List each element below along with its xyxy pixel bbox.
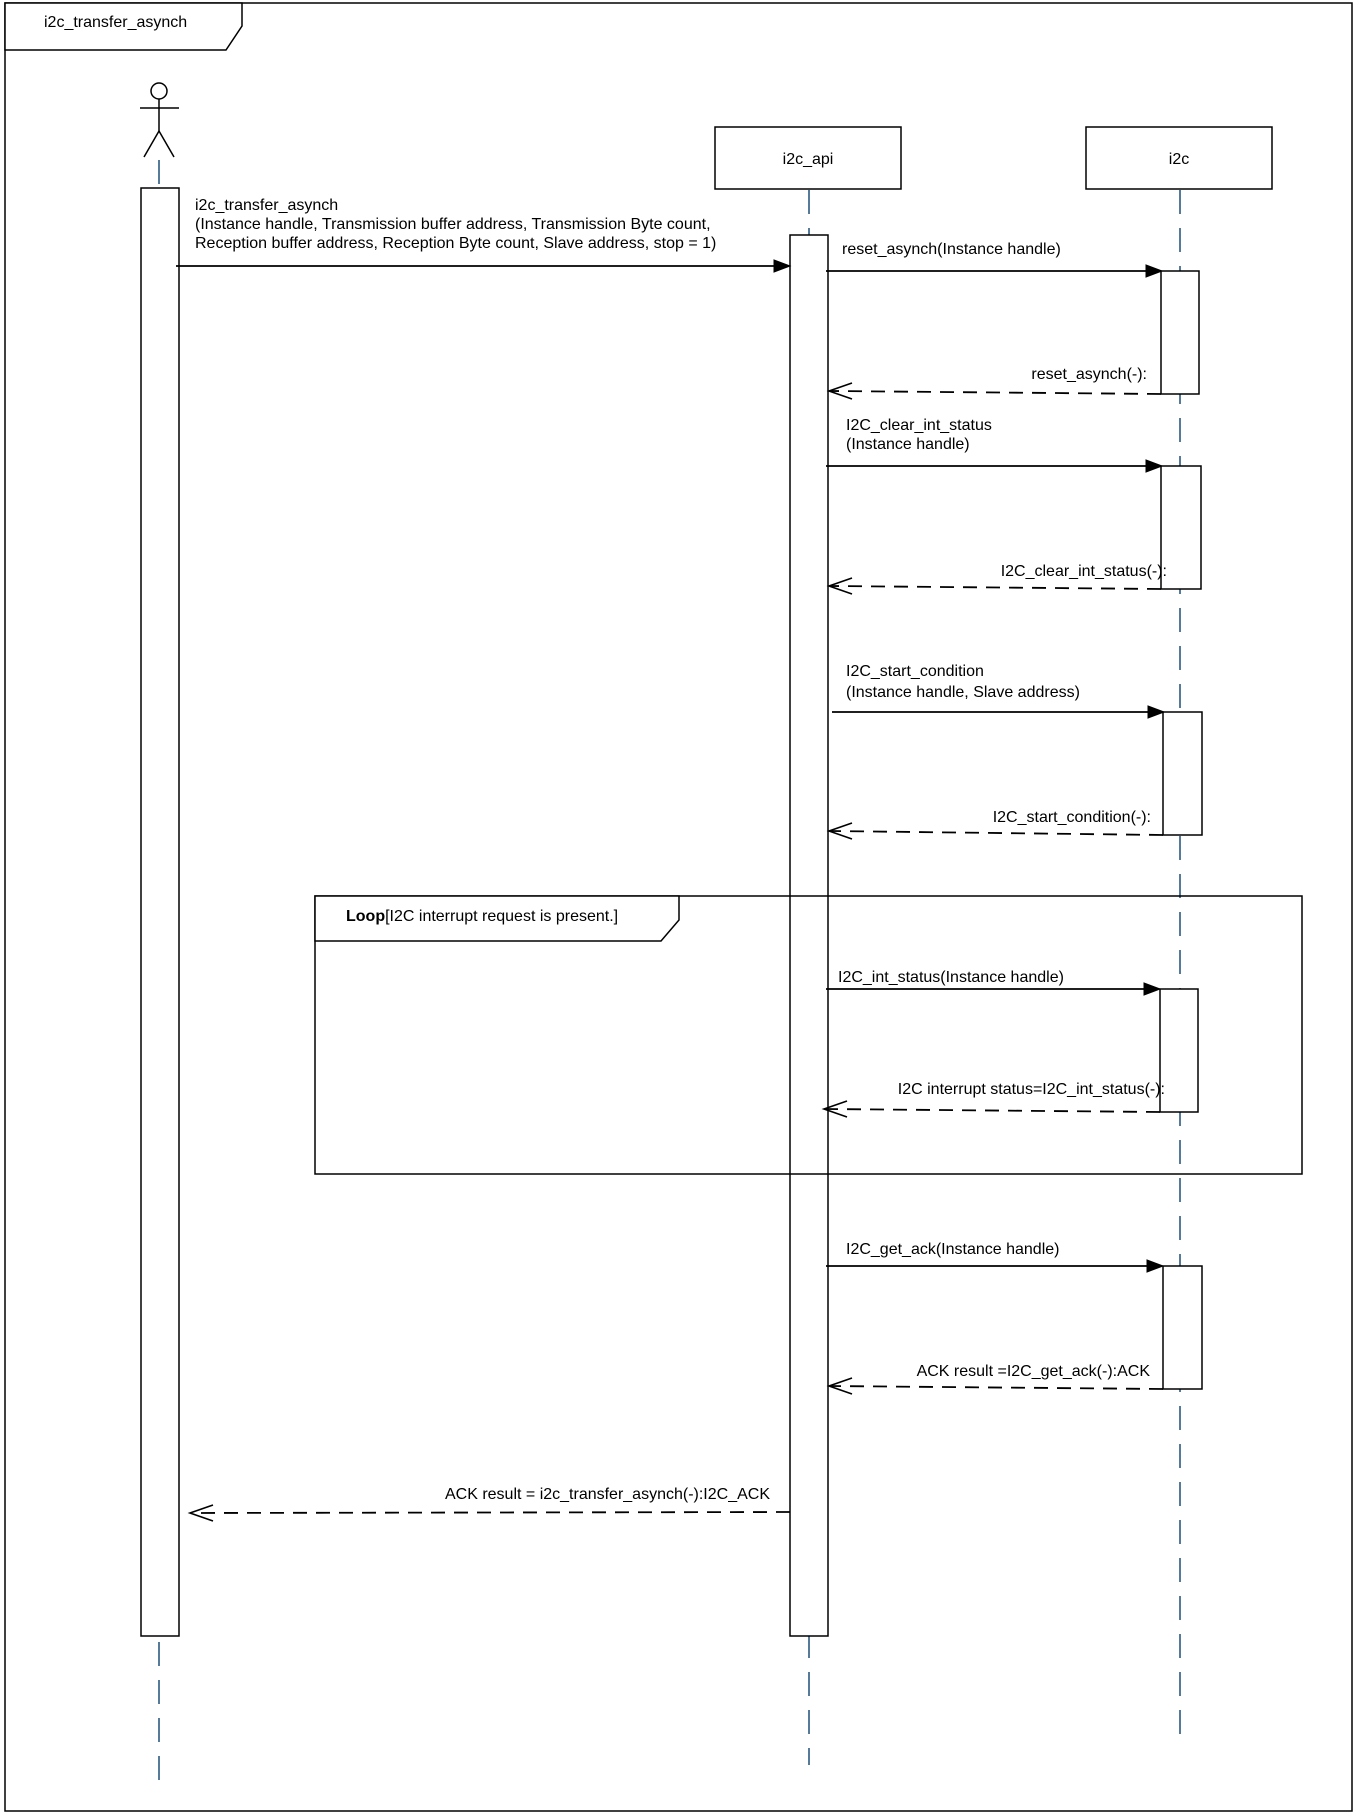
loop-guard: [I2C interrupt request is present.] xyxy=(385,908,618,925)
msg-clear-call-label-2: (Instance handle) xyxy=(846,436,970,453)
msg-get-ack-return-label: ACK result =I2C_get_ack(-):ACK xyxy=(917,1363,1151,1380)
diagram-frame xyxy=(4,2,1353,1812)
msg-reset-return: reset_asynch(-): xyxy=(826,366,1162,400)
i2c-api-head xyxy=(714,126,902,190)
msg-transfer-call-label-1: i2c_transfer_asynch xyxy=(195,197,338,214)
msg-clear-return: I2C_clear_int_status(-): xyxy=(826,563,1167,595)
msg-start-return-label: I2C_start_condition(-): xyxy=(993,809,1151,826)
msg-int-status-return-label: I2C interrupt status=I2C_int_status(-): xyxy=(898,1081,1165,1098)
msg-reset-call-label: reset_asynch(Instance handle) xyxy=(842,241,1061,258)
i2c-api-label: i2c_api xyxy=(783,151,834,168)
i2c-activation-clear xyxy=(1160,465,1202,590)
msg-transfer-return: ACK result = i2c_transfer_asynch(-):I2C_… xyxy=(187,1486,791,1522)
msg-transfer-return-label: ACK result = i2c_transfer_asynch(-):I2C_… xyxy=(445,1486,770,1503)
i2c-activation-start xyxy=(1162,711,1203,836)
msg-int-status-return: I2C interrupt status=I2C_int_status(-): xyxy=(821,1081,1165,1118)
msg-clear-call-label-1: I2C_clear_int_status xyxy=(846,417,992,434)
msg-reset-return-label: reset_asynch(-): xyxy=(1031,366,1147,383)
loop-label: Loop[I2C interrupt request is present.] xyxy=(346,908,618,925)
msg-int-status-call-label: I2C_int_status(Instance handle) xyxy=(838,969,1064,986)
msg-get-ack-return: ACK result =I2C_get_ack(-):ACK xyxy=(826,1363,1164,1395)
actor-icon xyxy=(140,82,179,158)
msg-start-call-label-2: (Instance handle, Slave address) xyxy=(846,684,1080,701)
msg-start-return: I2C_start_condition(-): xyxy=(826,809,1164,840)
loop-fragment-tab xyxy=(314,895,680,942)
i2c-activation-reset xyxy=(1160,270,1200,395)
i2c-label: i2c xyxy=(1169,151,1189,168)
i2c-activation-get-ack xyxy=(1162,1265,1203,1390)
msg-start-call: I2C_start_condition (Instance handle, Sl… xyxy=(832,663,1166,719)
frame-title-tab xyxy=(4,2,243,51)
actor-activation-bar xyxy=(140,187,180,1637)
i2c-activation-int-status xyxy=(1159,988,1199,1113)
loop-keyword: Loop xyxy=(346,908,385,925)
msg-start-call-label-1: I2C_start_condition xyxy=(846,663,984,680)
msg-reset-call: reset_asynch(Instance handle) xyxy=(826,241,1164,278)
frame-title: i2c_transfer_asynch xyxy=(44,14,187,31)
msg-transfer-call-label-3: Reception buffer address, Reception Byte… xyxy=(195,235,716,252)
msg-clear-return-label: I2C_clear_int_status(-): xyxy=(1001,563,1167,580)
i2c-api-activation-bar xyxy=(789,234,829,1637)
msg-get-ack-call-label: I2C_get_ack(Instance handle) xyxy=(846,1241,1059,1258)
msg-clear-call: I2C_clear_int_status (Instance handle) xyxy=(826,417,1164,473)
msg-transfer-call-label-2: (Instance handle, Transmission buffer ad… xyxy=(195,216,711,233)
loop-fragment xyxy=(314,895,1303,1175)
i2c-head xyxy=(1085,126,1273,190)
msg-int-status-call: I2C_int_status(Instance handle) xyxy=(826,969,1162,996)
msg-get-ack-call: I2C_get_ack(Instance handle) xyxy=(826,1241,1165,1273)
msg-transfer-call: i2c_transfer_asynch (Instance handle, Tr… xyxy=(176,197,792,273)
